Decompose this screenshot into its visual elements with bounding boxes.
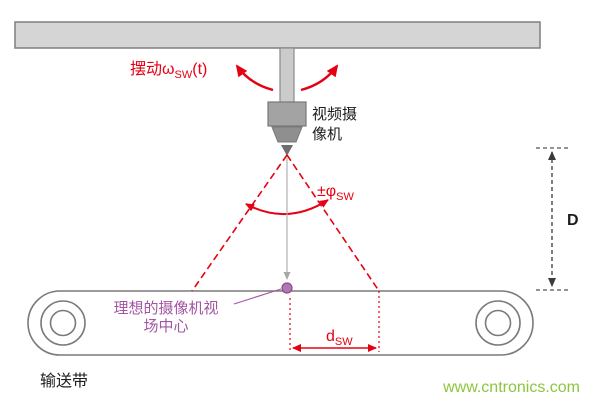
right-roller-outer — [475, 300, 521, 346]
ideal-center-label-line2: 场中心 — [143, 318, 188, 335]
left-roller-outer — [40, 300, 86, 346]
fov-line-right — [286, 154, 380, 292]
scan-width-label: dSW — [326, 328, 353, 348]
fov-angle-label: ±φSW — [317, 183, 354, 203]
ideal-center-label-line1: 理想的摄像机视 — [113, 300, 218, 317]
ideal-center-pointer-line — [233, 288, 282, 305]
camera-mount-bar — [279, 47, 295, 105]
left-roller-inner — [49, 309, 77, 337]
swing-arrow-right — [300, 64, 339, 92]
watermark: www.cntronics.com — [442, 379, 580, 396]
working-distance-label: D — [567, 212, 579, 229]
camera-lens — [271, 126, 303, 143]
ceiling-beam — [14, 21, 541, 49]
swing-arrow-left — [235, 64, 274, 92]
camera-lens-tip — [281, 145, 293, 156]
conveyor-label: 输送带 — [40, 372, 88, 390]
conveyor-belt — [27, 290, 534, 356]
ideal-center-dot — [281, 282, 293, 294]
fov-line-left — [191, 154, 288, 292]
camera-body — [267, 101, 307, 127]
right-roller-inner — [484, 309, 512, 337]
swing-label: 摆动ωSW(t) — [130, 60, 207, 81]
camera-label-line2: 像机 — [312, 126, 342, 143]
camera-label-line1: 视频摄 — [312, 106, 357, 123]
